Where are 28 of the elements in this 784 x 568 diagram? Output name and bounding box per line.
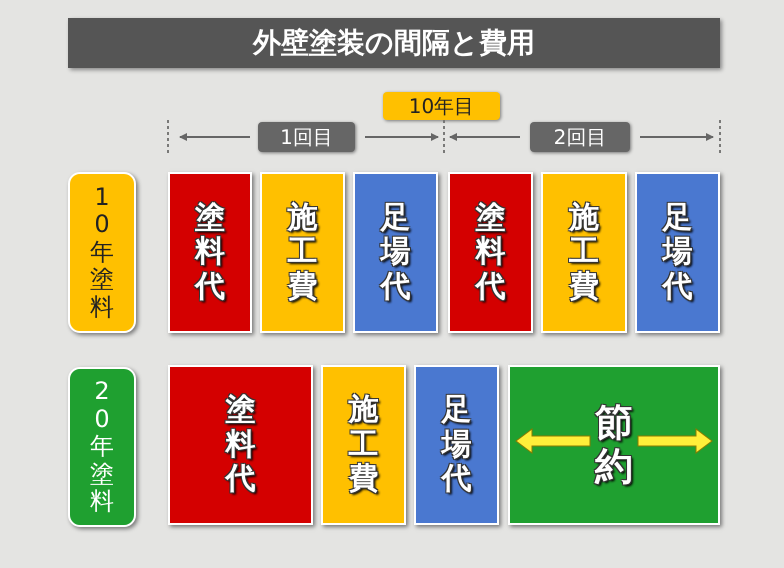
vertical-label: 足場代 bbox=[440, 393, 472, 497]
category-box bbox=[68, 367, 136, 527]
cost-block bbox=[635, 172, 720, 333]
vertical-label: 節約 bbox=[594, 401, 634, 489]
vertical-label: 施工費 bbox=[568, 200, 600, 304]
vertical-label: 施工費 bbox=[286, 200, 318, 304]
label-badge: 1回目 bbox=[258, 122, 355, 152]
cost-block bbox=[168, 172, 252, 333]
label-badge: 10年目 bbox=[383, 92, 500, 120]
vertical-label: 20年塗料 bbox=[89, 378, 115, 516]
vertical-label: 塗料代 bbox=[224, 393, 256, 497]
cost-block bbox=[260, 172, 345, 333]
label-badge: 2回目 bbox=[530, 122, 630, 152]
cost-block bbox=[321, 365, 406, 525]
cost-block bbox=[541, 172, 627, 333]
cost-block bbox=[448, 172, 533, 333]
vertical-label: 塗料代 bbox=[474, 200, 506, 304]
cost-block bbox=[168, 365, 313, 525]
title-banner: 外壁塗装の間隔と費用 bbox=[68, 18, 720, 68]
vertical-label: 足場代 bbox=[380, 200, 412, 304]
cost-block bbox=[353, 172, 438, 333]
category-box bbox=[68, 172, 136, 333]
vertical-label: 塗料代 bbox=[194, 200, 226, 304]
cost-block bbox=[414, 365, 499, 525]
vertical-label: 施工費 bbox=[348, 393, 380, 497]
cost-block bbox=[508, 365, 720, 525]
vertical-label: 10年塗料 bbox=[89, 184, 115, 322]
vertical-label: 足場代 bbox=[662, 200, 694, 304]
